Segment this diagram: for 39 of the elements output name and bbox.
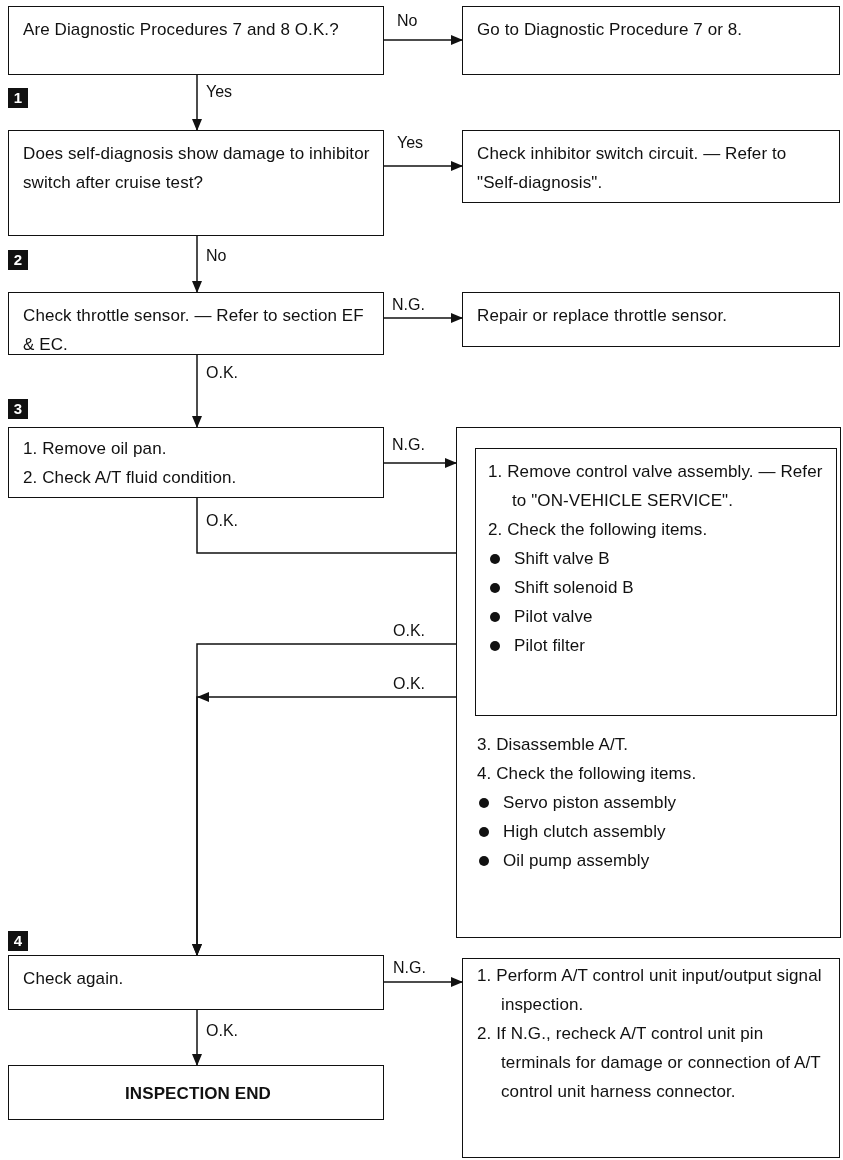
process-box xyxy=(462,130,840,203)
step-number: 3 xyxy=(8,399,28,419)
process-box xyxy=(462,292,840,347)
end-label: INSPECTION END xyxy=(125,1083,271,1105)
process-box xyxy=(8,955,384,1010)
step-number: 2 xyxy=(8,250,28,270)
list-item: High clutch assembly xyxy=(503,821,666,843)
step-text: 1. Remove oil pan. xyxy=(23,438,168,460)
step-text: Go to Diagnostic Procedure 7 or 8. xyxy=(477,19,744,41)
process-box xyxy=(8,427,384,498)
step-text: 2. Check A/T fluid condition. xyxy=(23,467,238,489)
process-box xyxy=(456,427,841,938)
step-text: Repair or replace throttle sensor. xyxy=(477,305,729,327)
process-box xyxy=(462,958,840,1158)
list-item: Shift solenoid B xyxy=(514,577,634,599)
step-text: 3. Disassemble A/T. xyxy=(477,734,630,756)
step-text: 2. Check the following items. xyxy=(488,519,709,541)
list-item: Servo piston assembly xyxy=(503,792,677,814)
step-text: Check inhibitor switch circuit. — Refer to "Self-diagnosis". xyxy=(477,143,788,194)
step-text: Are Diagnostic Procedures 7 and 8 O.K.? xyxy=(23,19,340,41)
step-text: 2. If N.G., recheck A/T control unit pin terminals for damage or connection of A/T control unit harness connector. xyxy=(477,1023,822,1103)
step-text: 1. Remove control valve assembly. — Refer to "ON-VEHICLE SERVICE". xyxy=(488,461,824,512)
list-item: Pilot valve xyxy=(514,606,593,628)
list-item: Pilot filter xyxy=(514,635,586,657)
process-box xyxy=(462,6,840,75)
step-text: 1. Perform A/T control unit input/output signal inspection. xyxy=(477,965,823,1016)
process-box xyxy=(8,130,384,236)
step-text: Check throttle sensor. — Refer to section EF & EC. xyxy=(23,305,365,356)
process-box xyxy=(8,6,384,75)
list-item: Shift valve B xyxy=(514,548,610,570)
step-number: 4 xyxy=(8,931,28,951)
process-box xyxy=(475,448,837,716)
step-number: 1 xyxy=(8,88,28,108)
process-box xyxy=(8,292,384,355)
step-text: Check again. xyxy=(23,968,125,990)
step-text: 4. Check the following items. xyxy=(477,763,698,785)
list-item: Oil pump assembly xyxy=(503,850,650,872)
process-box xyxy=(8,1065,384,1120)
step-text: Does self-diagnosis show damage to inhibitor switch after cruise test? xyxy=(23,143,371,194)
